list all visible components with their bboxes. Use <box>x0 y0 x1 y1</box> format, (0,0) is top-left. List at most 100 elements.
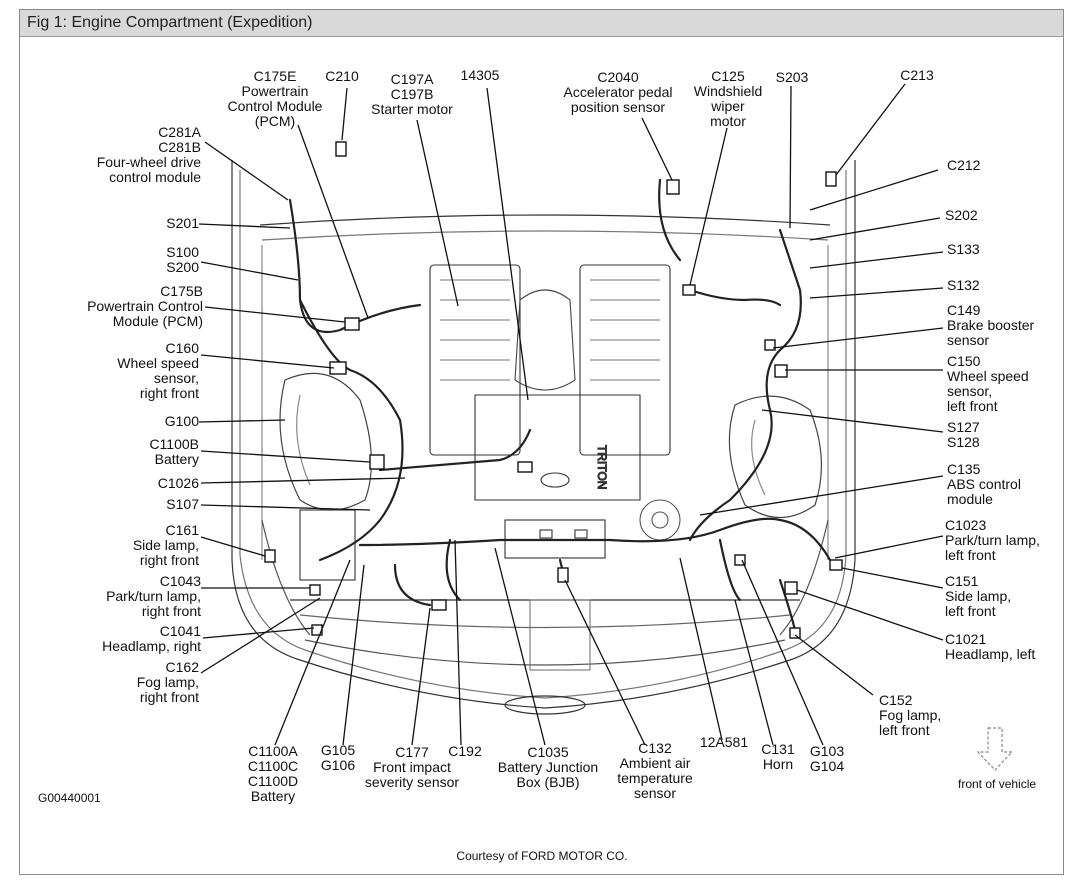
callout-line: C212 <box>947 157 981 173</box>
callout-line: S107 <box>166 496 199 512</box>
callout-line: Fog lamp, <box>137 674 199 690</box>
callout-line: left front <box>945 603 996 619</box>
figure-credit: Courtesy of FORD MOTOR CO. <box>456 849 627 863</box>
callout-line: C161 <box>166 522 200 538</box>
front-of-vehicle-arrow-icon <box>976 727 1014 771</box>
figure-title: Fig 1: Engine Compartment (Expedition) <box>27 14 313 31</box>
callout-line: C197B <box>391 86 434 102</box>
callout-line: C281B <box>158 139 201 155</box>
callout-line: Starter motor <box>371 101 453 117</box>
callout-line: 14305 <box>461 67 500 83</box>
callout-line: Side lamp, <box>945 588 1011 604</box>
callout-line: C192 <box>448 743 482 759</box>
callout-line: C150 <box>947 353 981 369</box>
callout-line: G100 <box>165 413 199 429</box>
callout-line: Battery <box>251 788 295 804</box>
callout-line: right front <box>142 603 201 619</box>
callout-line: Windshield <box>694 83 762 99</box>
callout-line: Four-wheel drive <box>97 154 201 170</box>
callout-line: sensor <box>634 785 676 801</box>
callout-s202: S202 <box>945 207 978 223</box>
callout-c213: C213 <box>900 67 934 83</box>
callout-line: G103 <box>810 743 844 759</box>
callout-line: Powertrain Control <box>87 298 203 314</box>
callout-line: C177 <box>395 744 429 760</box>
callout-line: motor <box>710 113 746 129</box>
callout-line: C1100A <box>248 743 298 759</box>
callout-s133: S133 <box>947 241 980 257</box>
callout-line: C1100C <box>248 758 298 774</box>
callout-c1026: C1026 <box>158 475 199 491</box>
callout-line: severity sensor <box>365 774 459 790</box>
callout-line: sensor <box>947 332 989 348</box>
callout-line: C1100B <box>149 436 199 452</box>
callout-line: C135 <box>947 461 981 477</box>
callout-line: sensor, <box>947 383 992 399</box>
callout-line: C1041 <box>160 623 201 639</box>
callout-line: Module (PCM) <box>113 313 203 329</box>
callout-line: C2040 <box>597 69 638 85</box>
wiring-harness <box>288 178 832 632</box>
callout-line: C1021 <box>945 631 986 647</box>
callout-line: C151 <box>945 573 979 589</box>
callout-line: C1043 <box>160 573 201 589</box>
callout-line: G106 <box>321 757 355 773</box>
callout-line: module <box>947 491 993 507</box>
callout-line: control module <box>109 169 201 185</box>
callout-line: C175E <box>254 68 297 84</box>
callout-s201: S201 <box>166 215 199 231</box>
callout-line: C1035 <box>527 744 568 760</box>
callout-line: Headlamp, right <box>102 638 201 654</box>
callout-c192: C192 <box>448 743 482 759</box>
callout-c212: C212 <box>947 157 981 173</box>
callout-line: C160 <box>166 340 200 356</box>
callout-line: C213 <box>900 67 934 83</box>
callout-s107: S107 <box>166 496 199 512</box>
callout-12a581: 12A581 <box>700 734 748 750</box>
callout-line: right front <box>140 689 199 705</box>
callout-line: S128 <box>947 434 980 450</box>
callout-s203: S203 <box>776 69 809 85</box>
callout-line: Side lamp, <box>133 537 199 553</box>
callout-line: S133 <box>947 241 980 257</box>
callout-g100: G100 <box>165 413 199 429</box>
callout-line: Ambient air <box>620 755 691 771</box>
callout-line: G104 <box>810 758 844 774</box>
callout-line: C1026 <box>158 475 199 491</box>
svg-text:TRITON: TRITON <box>595 445 609 489</box>
callout-line: 12A581 <box>700 734 748 750</box>
callout-line: C197A <box>391 71 434 87</box>
callout-line: right front <box>140 385 199 401</box>
callout-line: Powertrain <box>242 83 309 99</box>
leader-lines <box>198 83 944 746</box>
callout-line: S201 <box>166 215 199 231</box>
callout-line: wiper <box>710 98 745 114</box>
callout-line: Fog lamp, <box>879 707 941 723</box>
figure-title-bar: Fig 1: Engine Compartment (Expedition) <box>20 10 1063 37</box>
callout-line: S203 <box>776 69 809 85</box>
callout-line: C125 <box>711 68 745 84</box>
callout-s132: S132 <box>947 277 980 293</box>
callout-line: ABS control <box>947 476 1021 492</box>
callout-14305: 14305 <box>461 67 500 83</box>
callout-line: S202 <box>945 207 978 223</box>
callout-line: C175B <box>160 283 203 299</box>
